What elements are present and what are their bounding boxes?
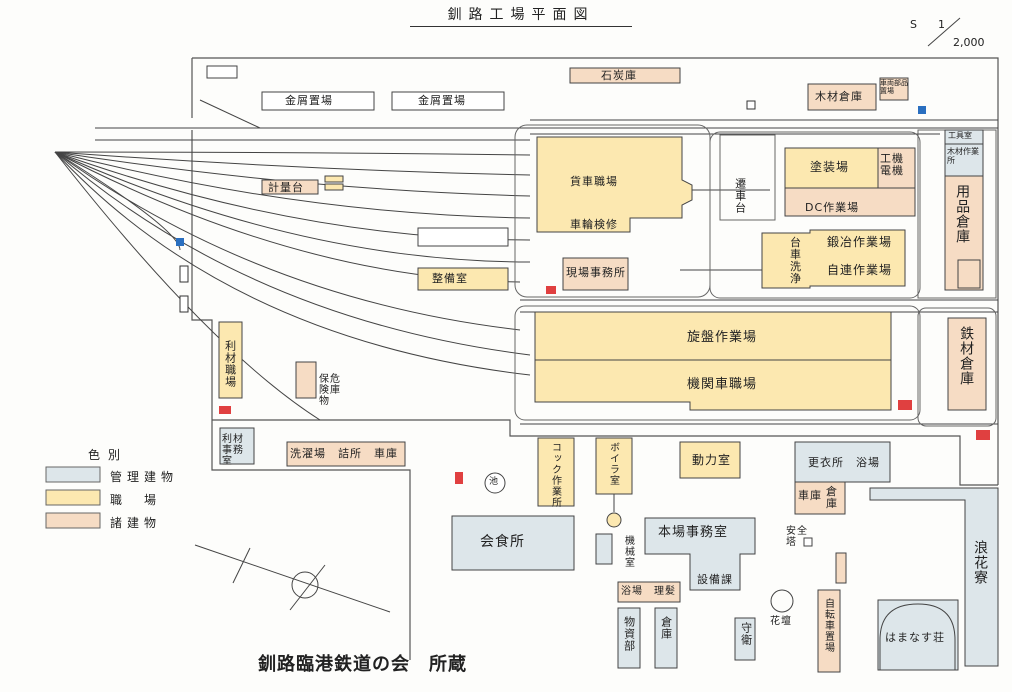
guard-room-label: 守衛 bbox=[739, 622, 753, 646]
metal-scrap-label-1: 金屑置場 bbox=[285, 94, 333, 107]
credit-caption: 釧路臨港鉄道の会 所蔵 bbox=[258, 654, 467, 675]
dorm-label: 浪花寮 bbox=[972, 540, 989, 585]
washroom-label: 洗濯場 詰所 車庫 bbox=[290, 447, 398, 460]
buildings bbox=[206, 65, 999, 673]
site-boundary bbox=[191, 57, 999, 660]
scale-denominator: 2,000 bbox=[953, 36, 985, 49]
rail-tracks bbox=[54, 99, 998, 425]
garage-label: 車庫 bbox=[798, 489, 822, 502]
materials-dept-label: 物資部 bbox=[622, 616, 636, 652]
dc-work-label: DC作業場 bbox=[805, 201, 860, 214]
paint-shop-label: 塗装場 bbox=[810, 160, 850, 174]
facilities-label: 設備課 bbox=[697, 573, 733, 586]
iron-warehouse-label: 鉄材倉庫 bbox=[958, 326, 975, 386]
small-warehouse-label: 倉庫 bbox=[826, 485, 838, 511]
reuse-office-label: 利材事務室 bbox=[222, 434, 244, 467]
metal-scrap-label-2: 金屑置場 bbox=[418, 94, 466, 107]
maintenance-room-label: 整備室 bbox=[432, 272, 468, 285]
loco-shop-label: 機関車職場 bbox=[687, 377, 758, 392]
canteen-label: 会食所 bbox=[480, 534, 525, 550]
scale-prefix: S 1 bbox=[910, 18, 945, 31]
forging-label: 鍛冶作業場 bbox=[827, 235, 893, 249]
car-wash-label: 台車洗浄 bbox=[790, 236, 802, 286]
vehicle-parts-label: 車両部品置場 bbox=[880, 79, 908, 95]
boiler-room-label: ボイラ室 bbox=[607, 442, 619, 486]
reuse-shop-label: 利材職場 bbox=[223, 340, 237, 388]
hazard-storage-label: 保危険庫物 bbox=[319, 374, 341, 407]
flower-bed-label: 花壇 bbox=[770, 616, 792, 627]
bicycle-parking-label: 自転車置場 bbox=[822, 598, 834, 653]
safety-tower-label: 安全塔 bbox=[786, 526, 808, 548]
storage-label: 倉庫 bbox=[659, 616, 673, 640]
auto-work-label: 自連作業場 bbox=[827, 263, 893, 277]
wheel-repair-label: 車輪検修 bbox=[570, 218, 618, 231]
hamanasu-label: はまなす荘 bbox=[885, 631, 945, 644]
main-office-label: 本場事務室 bbox=[658, 525, 729, 540]
signals bbox=[176, 100, 990, 484]
site-office-label: 現場事務所 bbox=[566, 266, 626, 279]
locker-bath-label: 更衣所 浴場 bbox=[808, 456, 880, 469]
weigh-scale-label: 計量台 bbox=[268, 181, 304, 194]
lathe-shop-label: 旋盤作業場 bbox=[687, 330, 758, 345]
power-room-label: 動力室 bbox=[692, 453, 732, 467]
map-title: 釧路工場平面図 bbox=[410, 4, 632, 27]
transfer-table-label: 遷車台 bbox=[733, 178, 747, 214]
timber-shed-label: 木材倉庫 bbox=[815, 90, 863, 103]
machine-room-label: 機械室 bbox=[622, 535, 634, 568]
coal-shed-label: 石炭庫 bbox=[601, 69, 637, 82]
coke-work-label: コック作業所 bbox=[549, 442, 561, 508]
site-features bbox=[194, 17, 961, 670]
legend-workshop: 職 場 bbox=[110, 493, 162, 507]
legend-admin: 管理建物 bbox=[110, 470, 179, 484]
legend-other: 諸建物 bbox=[110, 516, 162, 530]
wood-work-label: 木材作業所 bbox=[947, 147, 979, 165]
supply-warehouse-label: 用品倉庫 bbox=[954, 184, 971, 244]
legend-title: 色別 bbox=[88, 448, 129, 462]
tool-room-label: 工具室 bbox=[948, 131, 972, 140]
legend-swatches bbox=[45, 466, 101, 529]
electrical-label: 工機電機 bbox=[880, 152, 904, 178]
pond-label: 池 bbox=[489, 477, 500, 487]
bath-barber-label: 浴場 理髪 bbox=[621, 586, 676, 597]
freight-car-shop-label: 貨車職場 bbox=[570, 175, 618, 188]
